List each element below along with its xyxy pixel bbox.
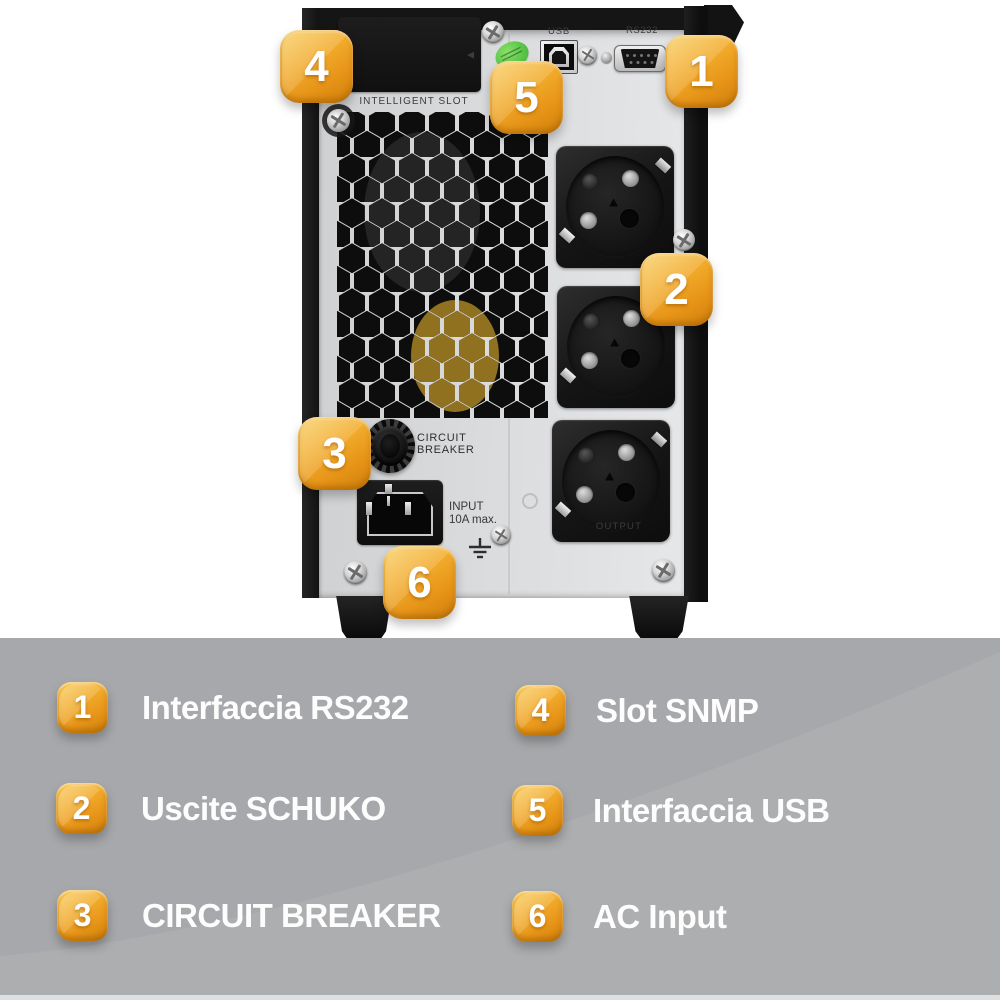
- legend-badge-4: 4: [515, 685, 566, 736]
- callout-number-2: 2: [664, 264, 689, 314]
- callout-badge-6: 6: [383, 546, 456, 619]
- legend-item-6: 6 AC Input: [512, 891, 727, 942]
- panel-plug-hole: [522, 493, 538, 509]
- callout-number-3: 3: [322, 428, 347, 478]
- ac-inlet: [357, 480, 443, 545]
- intelligent-slot-label: INTELLIGENT SLOT: [359, 96, 469, 107]
- honeycomb-vent-pattern: [337, 112, 548, 418]
- jack-post: [601, 52, 612, 63]
- legend-item-4: 4 Slot SNMP: [515, 685, 759, 736]
- legend-number-3: 3: [73, 897, 92, 933]
- screw-bottom-right: [652, 559, 675, 582]
- circuit-breaker-button: [365, 419, 415, 473]
- screw-top-center: [482, 21, 504, 43]
- snmp-slot-cover: ◀: [338, 17, 481, 92]
- rs232-label: RS232: [625, 25, 659, 36]
- legend-item-5: 5 Interfaccia USB: [512, 785, 830, 836]
- legend-label-2: Uscite SCHUKO: [141, 789, 386, 827]
- callout-number-6: 6: [407, 557, 432, 607]
- screw-seam-bottom: [491, 525, 511, 545]
- legend-item-2: 2 Uscite SCHUKO: [56, 783, 386, 834]
- output-label: OUTPUT: [595, 521, 643, 532]
- earth-clip: [651, 431, 668, 448]
- legend-number-2: 2: [72, 790, 91, 826]
- screw-right-strip: [673, 229, 695, 251]
- callout-number-5: 5: [514, 72, 539, 122]
- input-rating-label: INPUT 10A max.: [449, 501, 497, 526]
- legend-badge-6: 6: [512, 891, 563, 942]
- legend-number-5: 5: [528, 792, 547, 828]
- legend-item-3: 3 CIRCUIT BREAKER: [57, 890, 441, 941]
- callout-badge-4: 4: [280, 30, 353, 103]
- legend-label-3: CIRCUIT BREAKER: [142, 896, 441, 934]
- rs232-port: [614, 45, 666, 72]
- legend-background-swoosh: [0, 652, 1000, 1000]
- callout-number-4: 4: [304, 41, 329, 91]
- foot-right: [629, 596, 689, 638]
- legend-badge-5: 5: [512, 785, 563, 836]
- iec-c14-connector: [367, 492, 433, 536]
- legend-label-4: Slot SNMP: [596, 691, 759, 729]
- screw-usb-right: [578, 46, 597, 65]
- circuit-breaker-label: CIRCUIT BREAKER: [417, 432, 475, 456]
- callout-badge-3: 3: [298, 417, 371, 490]
- slot-release-arrow-icon: ◀: [467, 49, 474, 59]
- legend-badge-1: 1: [57, 682, 108, 733]
- legend-badge-3: 3: [57, 890, 108, 941]
- screw-bottom-left: [344, 561, 367, 584]
- callout-number-1: 1: [689, 46, 714, 96]
- rs232-pins: [626, 54, 629, 57]
- rs232-insert: [620, 49, 660, 68]
- earth-clip: [655, 157, 672, 174]
- usb-label: USB: [548, 26, 570, 37]
- legend-bottom-strip: [0, 995, 1000, 1000]
- schuko-outlet-3: [552, 420, 670, 542]
- legend: 1 Interfaccia RS232 2 Uscite SCHUKO 3 CI…: [0, 638, 1000, 1000]
- usb-b-connector: [549, 47, 569, 67]
- legend-item-1: 1 Interfaccia RS232: [57, 682, 409, 733]
- callout-badge-2: 2: [640, 253, 713, 326]
- legend-number-6: 6: [528, 898, 547, 934]
- vent-grille: [337, 112, 548, 418]
- callout-badge-1: 1: [665, 35, 738, 108]
- callout-badge-5: 5: [490, 61, 563, 134]
- legend-label-1: Interfaccia RS232: [142, 688, 409, 726]
- legend-label-6: AC Input: [593, 897, 727, 935]
- foot-left: [336, 596, 392, 638]
- legend-label-5: Interfaccia USB: [593, 791, 830, 829]
- ups-rear-photo: ◀ INTELLIGENT SLOT USB RS232: [0, 0, 1000, 638]
- legend-number-4: 4: [531, 692, 550, 728]
- legend-badge-2: 2: [56, 783, 107, 834]
- legend-number-1: 1: [73, 689, 92, 725]
- screw-vent-top-left: [327, 109, 350, 132]
- schuko-outlet-1: [556, 146, 674, 268]
- ground-symbol-icon: [465, 537, 495, 561]
